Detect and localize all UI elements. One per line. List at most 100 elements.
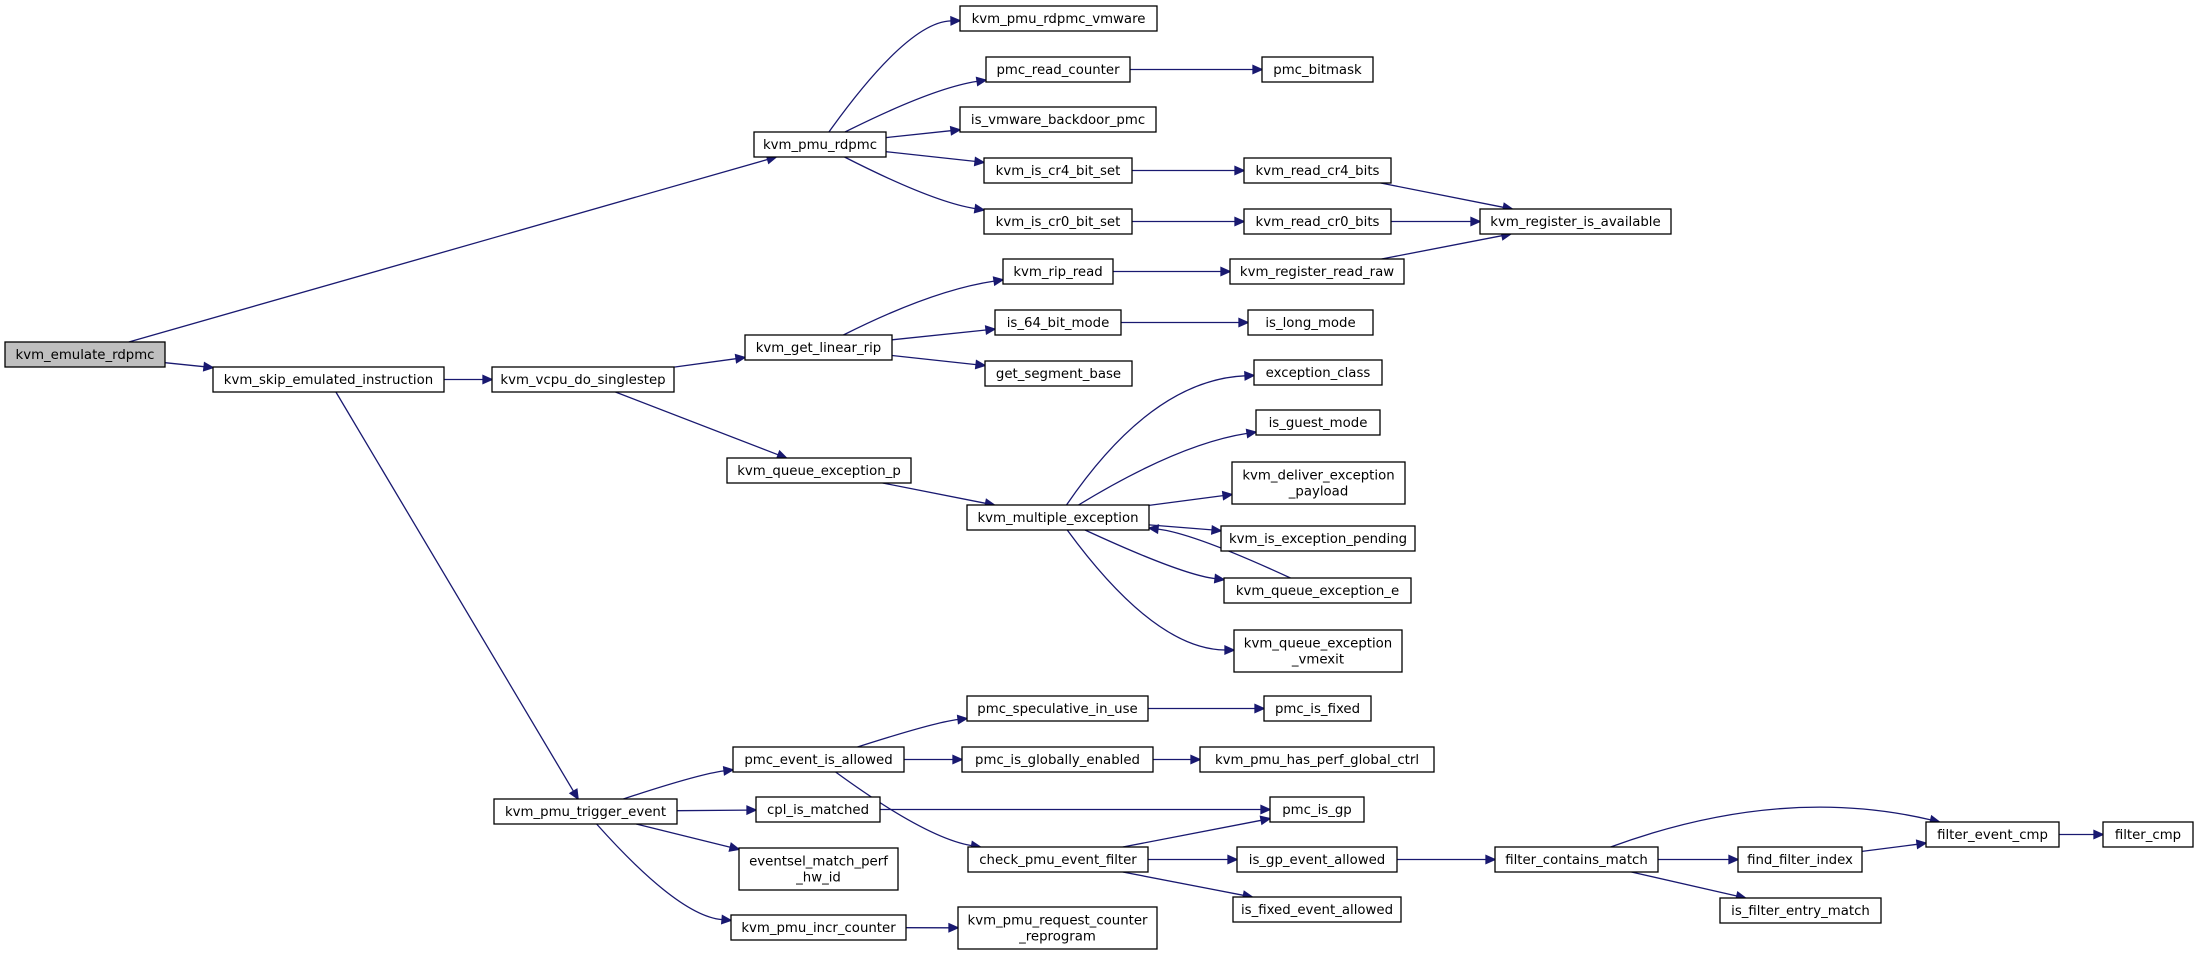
edge-kvm-pmu-rdpmc-to-pmc-read-counter [844,76,988,133]
node-label: exception_class [1266,366,1371,381]
node-pmc-event-is-allowed[interactable]: pmc_event_is_allowed [732,746,905,773]
edge-kvm-vcpu-do-singlestep-to-kvm-get-linear-rip [673,353,747,368]
edge-arrowhead [973,156,986,167]
node-box [994,309,1122,336]
edge-line [882,482,986,504]
node-label: kvm_queue_exception_p [737,464,901,479]
node-kvm-pmu-rdpmc-vmware[interactable]: kvm_pmu_rdpmc_vmware [959,5,1158,32]
node-pmc-is-globally-enabled[interactable]: pmc_is_globally_enabled [961,746,1154,773]
node-check-pmu-event-filter[interactable]: check_pmu_event_filter [967,846,1149,873]
node-kvm-register-read-raw[interactable]: kvm_register_read_raw [1229,258,1405,285]
node-kvm-rip-read[interactable]: kvm_rip_read [1002,258,1114,285]
edge-arrowhead [568,788,579,801]
edge-arrowhead [2093,829,2105,840]
node-find-filter-index[interactable]: find_filter_index [1737,846,1863,873]
node-kvm-queue-exception-vmexit[interactable]: kvm_queue_exception_vmexit [1233,629,1403,673]
edge-is-64-bit-mode-to-is-long-mode [1121,317,1250,328]
edge-line [857,718,959,748]
node-label: kvm_pmu_rdpmc [763,138,877,153]
node-kvm-read-cr0-bits[interactable]: kvm_read_cr0_bits [1243,208,1392,235]
node-kvm-vcpu-do-singlestep[interactable]: kvm_vcpu_do_singlestep [491,366,675,393]
edges-layer [128,15,2105,933]
node-label: filter_event_cmp [1937,828,2048,843]
node-filter-contains-match[interactable]: filter_contains_match [1494,846,1659,873]
node-kvm-multiple-exception[interactable]: kvm_multiple_exception [966,504,1150,531]
node-pmc-read-counter[interactable]: pmc_read_counter [985,56,1131,83]
node-filter-cmp[interactable]: filter_cmp [2102,821,2194,848]
node-kvm-register-is-available[interactable]: kvm_register_is_available [1479,208,1672,235]
node-box [732,746,905,773]
node-kvm-emulate-rdpmc[interactable]: kvm_emulate_rdpmc [4,341,166,368]
edge-line [128,158,768,343]
node-box [985,56,1131,83]
node-label: kvm_register_is_available [1490,215,1660,230]
node-is-vmware-backdoor-pmc[interactable]: is_vmware_backdoor_pmc [959,106,1157,133]
node-is-gp-event-allowed[interactable]: is_gp_event_allowed [1236,846,1398,873]
node-kvm-pmu-has-perf-global-ctrl[interactable]: kvm_pmu_has_perf_global_ctrl [1199,746,1435,773]
node-is-guest-mode[interactable]: is_guest_mode [1255,409,1381,436]
node-box [961,746,1154,773]
edge-line [885,130,952,139]
edge-arrowhead [720,914,733,925]
node-pmc-bitmask[interactable]: pmc_bitmask [1261,56,1374,83]
edge-arrowhead [1245,428,1258,439]
node-pmc-speculative-in-use[interactable]: pmc_speculative_in_use [966,695,1149,722]
node-label: kvm_vcpu_do_singlestep [500,373,665,388]
node-kvm-queue-exception-p[interactable]: kvm_queue_exception_p [726,457,912,484]
edge-kvm-get-linear-rip-to-get-segment-base [891,354,987,370]
edge-kvm-pmu-trigger-event-to-cpl-is-matched [676,805,758,816]
node-kvm-deliver-exception-payload[interactable]: kvm_deliver_exception_payload [1231,461,1406,505]
edge-arrowhead [1147,524,1160,535]
node-kvm-pmu-trigger-event[interactable]: kvm_pmu_trigger_event [493,798,678,825]
node-box [1263,695,1372,722]
edge-line [843,280,995,336]
node-box [1494,846,1659,873]
edge-line [636,823,731,848]
node-label: kvm_is_cr4_bit_set [996,164,1121,179]
edge-arrowhead [949,125,962,136]
node-is-fixed-event-allowed[interactable]: is_fixed_event_allowed [1232,896,1402,923]
node-box [2102,821,2194,848]
node-is-long-mode[interactable]: is_long_mode [1247,309,1374,336]
node-box [1236,846,1398,873]
edge-kvm-read-cr4-bits-to-kvm-register-is-available [1380,182,1514,213]
edge-kvm-multiple-exception-to-exception-class [1065,370,1256,506]
node-is-filter-entry-match[interactable]: is_filter_entry_match [1719,897,1882,924]
node-get-segment-base[interactable]: get_segment_base [984,360,1133,387]
edge-kvm-pmu-trigger-event-to-pmc-event-is-allowed [623,765,735,800]
edge-line [335,391,575,792]
edge-line [891,329,987,341]
node-kvm-get-linear-rip[interactable]: kvm_get_linear_rip [744,334,893,361]
node-label: is_gp_event_allowed [1249,853,1386,868]
node-label: eventsel_match_perf [749,855,888,870]
edge-arrowhead [1221,490,1234,501]
edge-arrowhead [974,359,987,370]
edge-line [676,809,748,812]
node-label: pmc_speculative_in_use [977,702,1137,717]
edge-arrowhead [1260,804,1272,815]
node-box [4,341,166,368]
node-eventsel-match-perf-hw-id[interactable]: eventsel_match_perf_hw_id [738,847,899,891]
node-kvm-read-cr4-bits[interactable]: kvm_read_cr4_bits [1243,157,1392,184]
node-kvm-pmu-request-counter-reprogram[interactable]: kvm_pmu_request_counter_reprogram [957,906,1158,950]
edge-kvm-multiple-exception-to-is-guest-mode [1078,428,1258,506]
node-kvm-skip-emulated-instruction[interactable]: kvm_skip_emulated_instruction [212,366,445,393]
edge-pmc-event-is-allowed-to-pmc-speculative-in-use [857,714,969,748]
node-exception-class[interactable]: exception_class [1253,359,1383,386]
node-pmc-is-gp[interactable]: pmc_is_gp [1269,796,1365,823]
edge-kvm-pmu-trigger-event-to-kvm-pmu-incr-counter [596,823,733,925]
node-pmc-is-fixed[interactable]: pmc_is_fixed [1263,695,1372,722]
node-kvm-queue-exception-e[interactable]: kvm_queue_exception_e [1223,577,1412,604]
node-box [1719,897,1882,924]
node-kvm-pmu-rdpmc[interactable]: kvm_pmu_rdpmc [753,131,887,158]
node-kvm-is-cr0-bit-set[interactable]: kvm_is_cr0_bit_set [983,208,1133,235]
node-is-64-bit-mode[interactable]: is_64_bit_mode [994,309,1122,336]
node-cpl-is-matched[interactable]: cpl_is_matched [755,796,881,823]
node-kvm-is-exception-pending[interactable]: kvm_is_exception_pending [1220,525,1416,552]
node-kvm-is-cr4-bit-set[interactable]: kvm_is_cr4_bit_set [983,157,1133,184]
node-label: kvm_register_read_raw [1240,265,1394,280]
node-kvm-pmu-incr-counter[interactable]: kvm_pmu_incr_counter [730,914,907,941]
node-label: _reprogram [1018,930,1096,945]
node-label: kvm_pmu_has_perf_global_ctrl [1215,753,1419,768]
node-filter-event-cmp[interactable]: filter_event_cmp [1925,821,2060,848]
